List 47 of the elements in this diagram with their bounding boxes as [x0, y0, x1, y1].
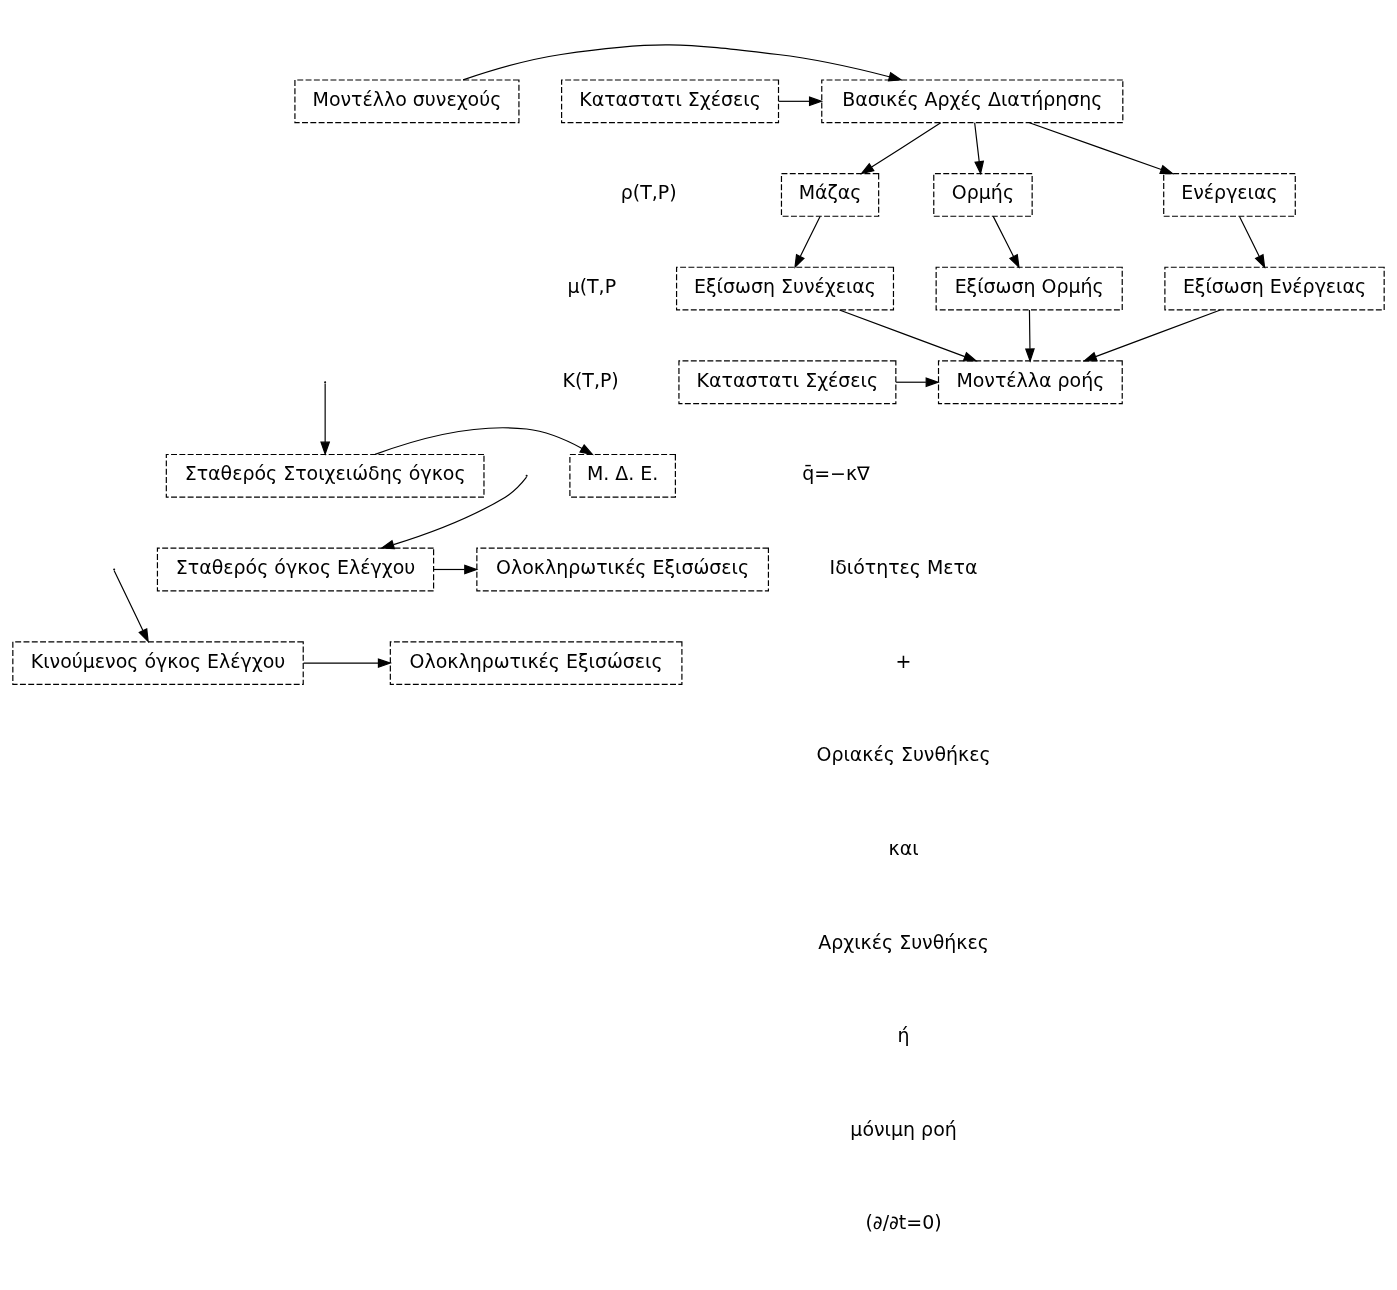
arrow — [778, 95, 824, 106]
label: ή — [897, 1023, 910, 1046]
node-box: Βασικές Αρχές Διατήρησης — [821, 78, 1124, 123]
arrow — [1238, 215, 1266, 269]
node-box: Ολοκληρωτικές Εξισώσεις — [389, 640, 683, 685]
arrow — [433, 564, 479, 574]
label: + — [895, 649, 912, 672]
node-box: Μ. Δ. Ε. — [569, 453, 676, 498]
label: και — [888, 836, 919, 859]
arrow — [1082, 308, 1221, 361]
arrow — [974, 121, 985, 175]
node-box: Εξίσωση Ορμής — [935, 266, 1123, 310]
arrow — [374, 426, 594, 455]
node-box: Κινούμενος όγκος Ελέγχου — [12, 640, 304, 685]
node-box: Ολοκληρωτικές Εξισώσεις — [476, 547, 770, 591]
label: Οριακές Συνθήκες — [816, 742, 991, 765]
node-box: Μοντέλλο συνεχούς — [294, 78, 520, 123]
label: K(T,P) — [562, 368, 619, 391]
node-box: Σταθερός Στοιχειώδης όγκος — [165, 453, 485, 498]
arrow — [1024, 308, 1035, 363]
arrow — [462, 43, 903, 81]
arrow — [320, 382, 331, 456]
arrow — [794, 215, 821, 269]
node-box: Μάζας — [780, 172, 880, 217]
node-box: Ορμής — [933, 172, 1033, 217]
label: μ(T,P — [567, 274, 617, 297]
node-box: Καταστατι Σχέσεις — [678, 359, 897, 404]
arrow — [113, 569, 149, 643]
label: ρ(T,P) — [620, 180, 677, 203]
node-box: Ενέργειας — [1163, 172, 1296, 217]
label: Αρχικές Συνθήκες — [818, 930, 989, 953]
arrow — [895, 376, 940, 387]
arrow — [380, 476, 528, 549]
arrow — [302, 657, 393, 668]
arrow — [1028, 121, 1175, 174]
node-box: Εξίσωση Ενέργειας — [1164, 266, 1385, 310]
label: (∂/∂t=0) — [865, 1210, 942, 1233]
arrow — [838, 308, 978, 361]
node-box: Εξίσωση Συνέχειας — [675, 266, 895, 310]
arrow — [992, 215, 1020, 269]
arrow — [860, 121, 942, 175]
label: μόνιμη ροή — [850, 1117, 957, 1140]
node-box: Σταθερός όγκος Ελέγχου — [156, 547, 435, 591]
label: Ιδιότητες Μετα — [829, 555, 978, 578]
node-box: Καταστατι Σχέσεις — [561, 78, 780, 123]
node-box: Μοντέλλα ροής — [937, 359, 1123, 404]
label: q̄=−κ∇ — [802, 461, 870, 484]
